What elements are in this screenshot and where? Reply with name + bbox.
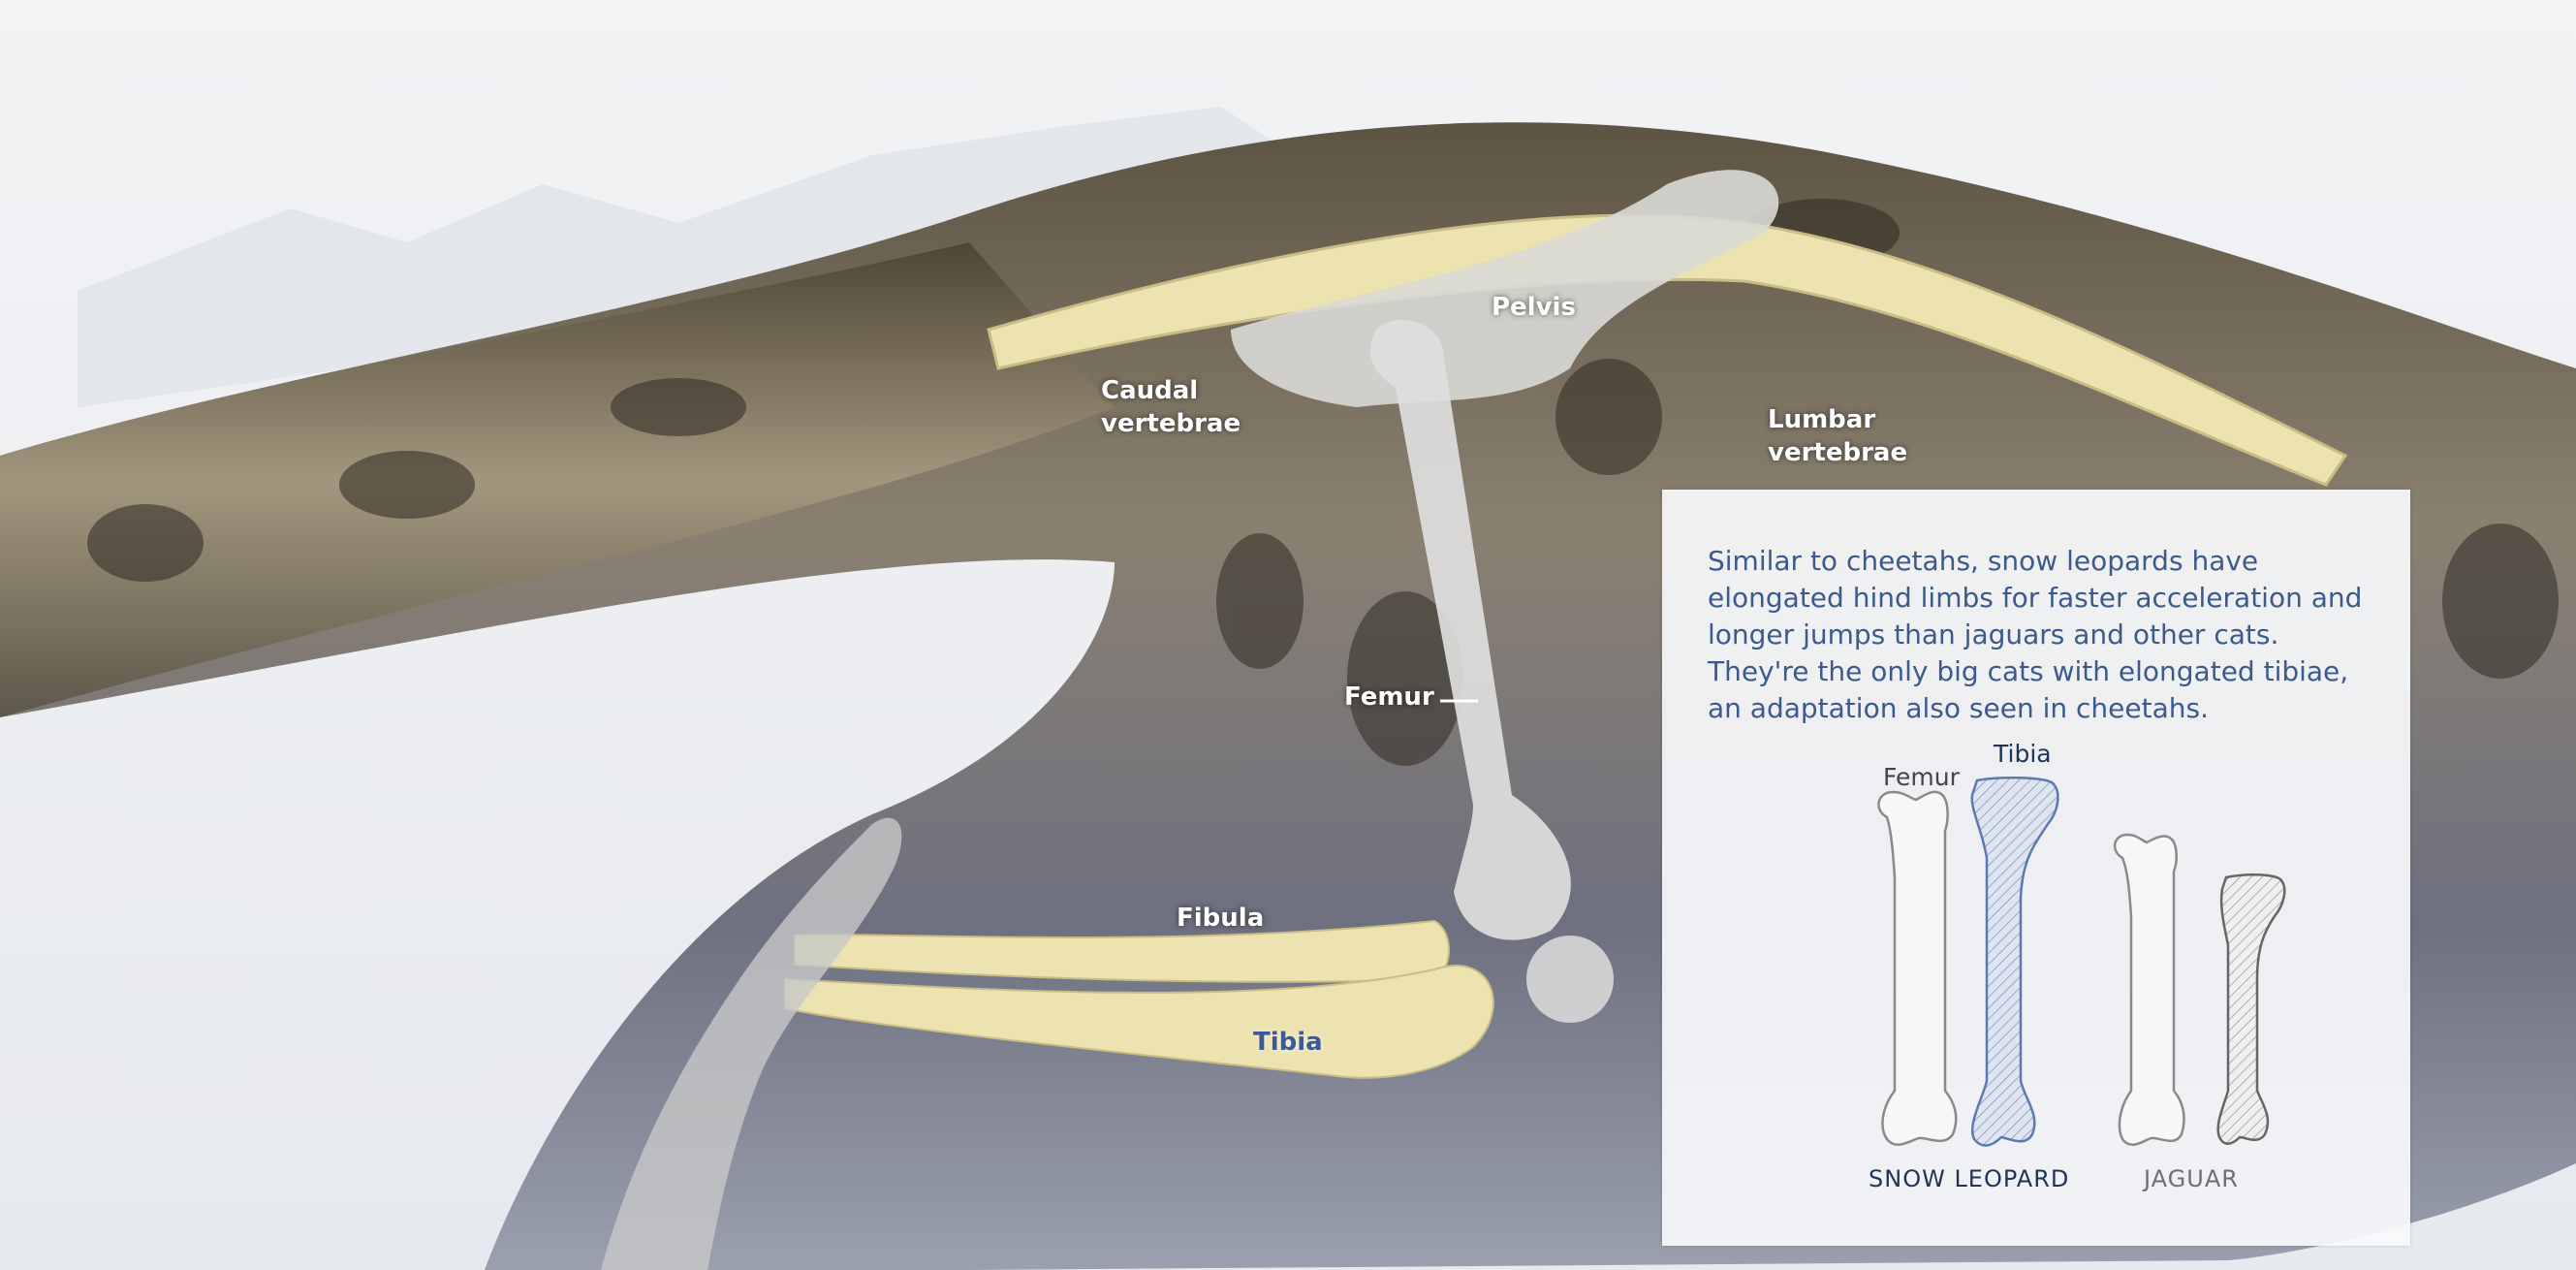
pelvis-bone — [1231, 170, 1779, 407]
label-tibia: Tibia — [1253, 1028, 1323, 1057]
leopard-tail — [0, 242, 1115, 717]
label-pelvis: Pelvis — [1492, 293, 1576, 322]
tibia-bone — [784, 965, 1494, 1079]
label-lumbar-vertebrae: Lumbar vertebrae — [1768, 403, 1907, 469]
jaguar-caption: JAGUAR — [2144, 1165, 2239, 1192]
label-lumbar-line2: vertebrae — [1768, 438, 1908, 467]
patella-bone — [1526, 936, 1614, 1023]
fibula-bone — [794, 919, 1450, 983]
label-fibula: Fibula — [1177, 904, 1265, 933]
label-femur: Femur — [1344, 683, 1434, 712]
mountains — [78, 107, 1279, 407]
jaguar-femur-drawing — [2113, 833, 2185, 1146]
snow-leopard-tibia-drawing — [1970, 776, 2059, 1147]
info-panel: Similar to cheetahs, snow leopards have … — [1662, 490, 2410, 1246]
foot-bones — [601, 817, 902, 1270]
jaguar-tibia-drawing — [2216, 873, 2286, 1145]
snow-leopard-caption: SNOW LEOPARD — [1869, 1165, 2070, 1192]
label-caudal-vertebrae: Caudal vertebrae — [1101, 374, 1241, 440]
diagram-tibia-label: Tibia — [1994, 740, 2052, 768]
bone-comparison-diagram — [1877, 776, 2286, 1147]
label-lumbar-line1: Lumbar — [1768, 405, 1876, 434]
fur-spots — [87, 199, 2559, 766]
info-text: Similar to cheetahs, snow leopards have … — [1708, 545, 2363, 724]
label-caudal-line2: vertebrae — [1101, 409, 1241, 438]
femur-bone — [1370, 320, 1571, 940]
diagram-femur-label: Femur — [1883, 763, 1960, 791]
label-caudal-line1: Caudal — [1101, 376, 1199, 405]
snow-leopard-femur-drawing — [1877, 790, 1958, 1146]
